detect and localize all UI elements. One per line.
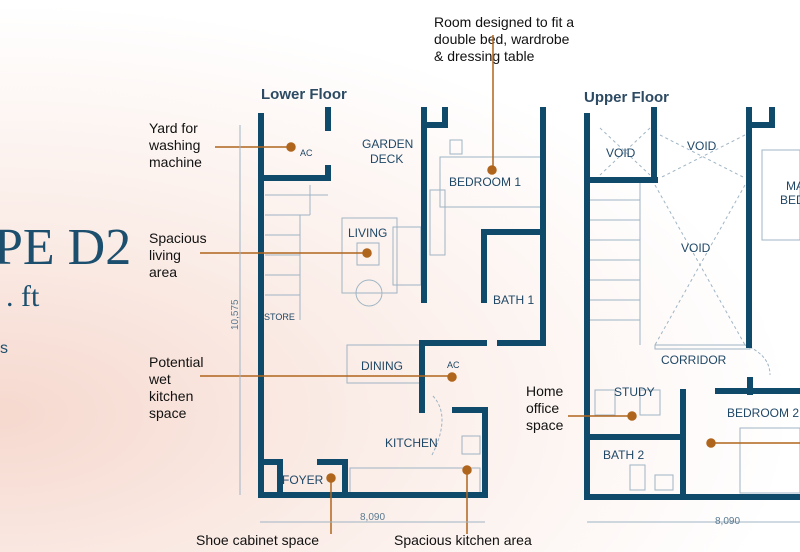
room-ac-yard: AC [300,148,313,158]
room-kitchen: KITCHEN [385,436,438,450]
room-master-bedroom: MA [786,179,800,193]
callout-bedroom: Room designed to fit a double bed, wardr… [434,14,574,65]
upper-floor-title: Upper Floor [584,89,669,106]
room-ac-kitchen: AC [447,360,460,370]
room-bath-2: BATH 2 [603,448,644,462]
callout-shoe-cabinet: Shoe cabinet space [196,532,319,548]
room-bath-1: BATH 1 [493,293,534,307]
lower-floor-title: Lower Floor [261,86,347,103]
dimension-lines [239,125,800,523]
room-corridor: CORRIDOR [661,353,727,367]
callout-wet-kitchen: Potential wet kitchen space [149,354,203,422]
dim-lower-width: 8,090 [360,512,385,523]
callout-line: area [149,264,178,280]
room-store: STORE [264,312,295,322]
callout-line: double bed, wardrobe [434,31,570,47]
unit-area: . ft [6,280,40,313]
callout-line: Spacious [149,230,207,246]
callout-line: kitchen [149,388,194,404]
callout-kitchen: Spacious kitchen area [394,532,532,548]
room-living: LIVING [348,226,387,240]
room-bedroom-1: BEDROOM 1 [449,175,521,189]
callout-living: Spacious living area [149,230,207,281]
walls [258,107,800,500]
room-study: STUDY [614,385,655,399]
callout-line: Room designed to fit a [434,14,575,30]
callout-line: space [526,417,564,433]
room-foyer: FOYER [282,473,324,487]
callout-line: & dressing table [434,48,535,64]
room-bedroom-2: BEDROOM 2 [727,406,799,420]
unit-subtitle: s [0,340,8,357]
fixtures [265,127,800,496]
callout-yard: Yard for washing machine [149,120,202,171]
room-garden-deck-2: DECK [370,152,403,166]
callout-line: living [149,247,181,263]
callout-home-office: Home office space [526,383,563,434]
dim-upper-width: 8,090 [715,516,740,527]
room-garden-deck: GARDEN [362,137,413,151]
room-master-bedroom-2: BED [780,193,800,207]
callout-markers [200,35,800,534]
unit-type-title: PE D2 [0,219,132,276]
callout-line: wet [149,371,171,387]
room-void-2: VOID [687,139,717,153]
callout-line: space [149,405,187,421]
callout-line: Yard for [149,120,198,136]
callout-line: Home [526,383,564,399]
callout-line: washing [149,137,201,153]
room-void-3: VOID [681,241,711,255]
room-dining: DINING [361,359,403,373]
dim-lower-height: 10,575 [230,299,241,330]
callout-line: office [526,400,560,416]
room-void-1: VOID [606,146,636,160]
callout-line: machine [149,154,202,170]
callout-line: Potential [149,354,204,370]
